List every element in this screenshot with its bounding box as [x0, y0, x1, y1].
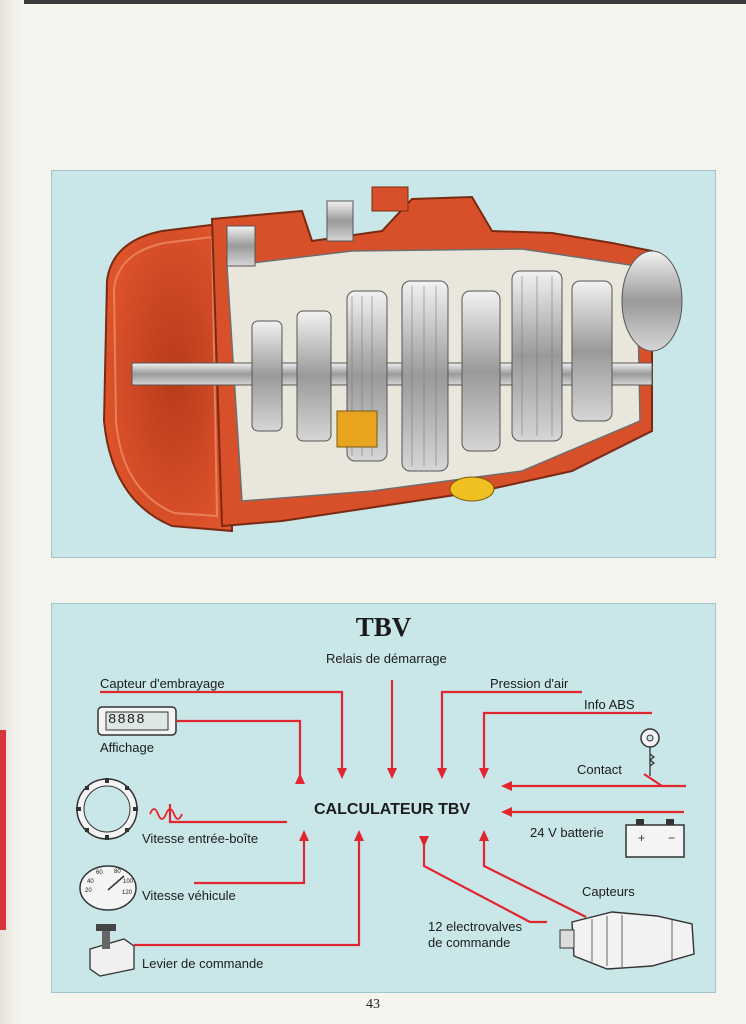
label-electrovalves-1: 12 electrovalves: [428, 919, 522, 934]
label-affichage: Affichage: [100, 740, 154, 755]
svg-text:+: +: [638, 831, 645, 845]
gauge-tick-20: 20: [85, 888, 92, 894]
info-abs-line: [482, 711, 652, 776]
label-info-abs: Info ABS: [584, 697, 635, 712]
display-digits: 8888: [108, 712, 146, 728]
gauge-tick-40: 40: [87, 879, 94, 885]
top-band: [0, 0, 746, 4]
label-capteur-embrayage: Capteur d'embrayage: [100, 676, 225, 691]
arrow-contact: [501, 781, 512, 791]
arrow-capteur-embrayage: [337, 768, 347, 779]
label-vitesse-vehicule: Vitesse véhicule: [142, 888, 236, 903]
label-contact: Contact: [577, 762, 622, 777]
capteur-embrayage-line: [100, 690, 344, 776]
svg-text:−: −: [668, 831, 675, 845]
arrow-levier: [354, 830, 364, 841]
page-number: 43: [366, 997, 380, 1012]
gearbox-cutaway-illustration: [102, 186, 683, 533]
speedometer-icon: [79, 865, 137, 911]
vitesse-vehicule-line: [194, 836, 306, 885]
vitesse-entree-line: [168, 804, 287, 824]
arrow-capteurs: [479, 830, 489, 841]
gauge-tick-80: 80: [114, 869, 121, 875]
display-icon: [97, 706, 177, 736]
gearbox-illustration-panel: [51, 170, 716, 558]
affichage-line: [177, 719, 302, 780]
label-batterie: 24 V batterie: [530, 825, 604, 840]
arrow-vitesse-vehicule: [299, 830, 309, 841]
gearbox-icon: [559, 911, 695, 970]
arrow-pression-air: [437, 768, 447, 779]
coil-icon: [149, 808, 183, 820]
contact-switch: [643, 773, 663, 787]
capteurs-line: [482, 836, 587, 918]
key-icon: [640, 728, 660, 776]
arrow-electrovalves: [419, 836, 429, 847]
diagram-title: TBV: [355, 612, 412, 642]
battery-icon: + −: [625, 819, 685, 858]
electrovalves-line: [422, 844, 547, 924]
label-levier: Levier de commande: [142, 956, 264, 971]
pression-air-line: [440, 690, 582, 776]
label-relais: Relais de démarrage: [326, 651, 447, 666]
levier-line: [134, 836, 361, 947]
diagram-connections: + −: [76, 680, 695, 977]
arrow-batterie: [501, 807, 512, 817]
calculateur-tbv: CALCULATEUR TBV: [314, 801, 471, 818]
arrow-affichage: [295, 773, 305, 784]
tone-wheel-icon: [76, 778, 138, 840]
label-capteurs: Capteurs: [582, 884, 635, 899]
gauge-tick-100: 100: [123, 879, 134, 885]
gear-lever-icon: [89, 924, 135, 977]
gauge-tick-60: 60: [96, 870, 103, 876]
red-edge-tab: [0, 730, 6, 930]
tbv-diagram-panel: TBV: [51, 603, 716, 993]
gauge-tick-120: 120: [122, 890, 133, 896]
arrow-info-abs: [479, 768, 489, 779]
label-electrovalves-2: de commande: [428, 935, 511, 950]
label-vitesse-entree: Vitesse entrée-boîte: [142, 831, 259, 846]
arrow-relais: [387, 768, 397, 779]
label-pression-air: Pression d'air: [490, 676, 569, 691]
